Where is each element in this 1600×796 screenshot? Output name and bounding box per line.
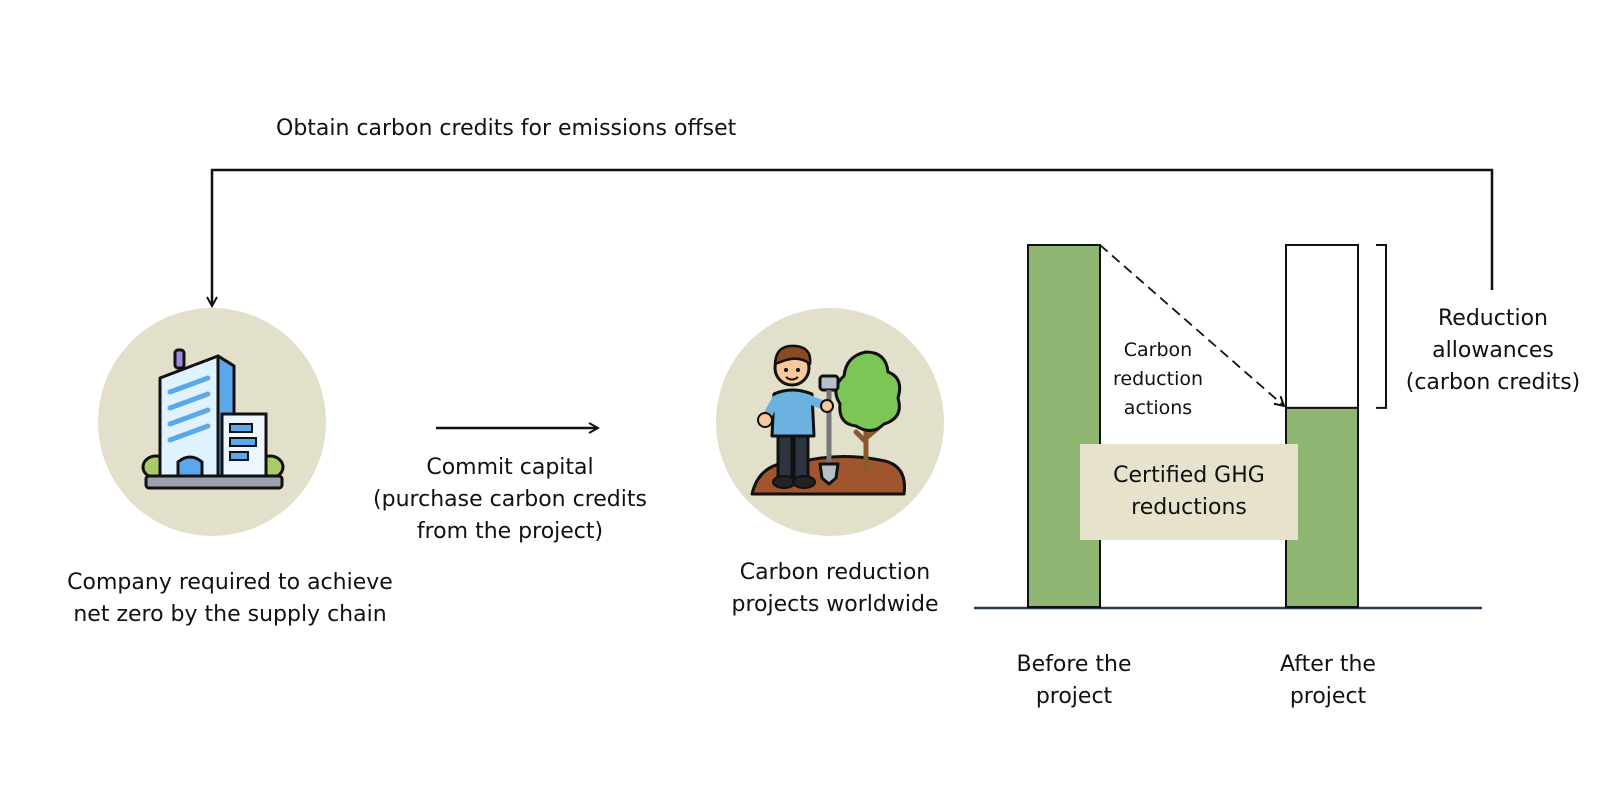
before-emissions-bar [1027,244,1101,608]
projects-label: Carbon reduction projects worldwide [731,560,939,617]
before-label: Before the project [1016,652,1132,709]
feedback-label: Obtain carbon credits for emissions offs… [276,116,737,141]
capital-label: Commit capital (purchase carbon credits … [373,455,647,544]
feedback-loop-connector [212,168,1494,306]
person-planting-tree-icon [750,344,906,496]
certified-ghg-box [1080,444,1298,540]
after-label: After the project [1280,652,1376,709]
company-label: Company required to achieve net zero by … [67,570,393,627]
reduction-dashed-arrow [1099,244,1284,406]
actions-label: Carbon reduction actions [1112,339,1204,419]
allowances-label: Reduction allowances (carbon credits) [1405,306,1581,395]
certified-label: Certified GHG reductions [1113,463,1265,520]
allowance-bracket [1376,244,1387,409]
office-building-icon [141,348,285,490]
reduction-allowance-segment [1285,244,1359,409]
